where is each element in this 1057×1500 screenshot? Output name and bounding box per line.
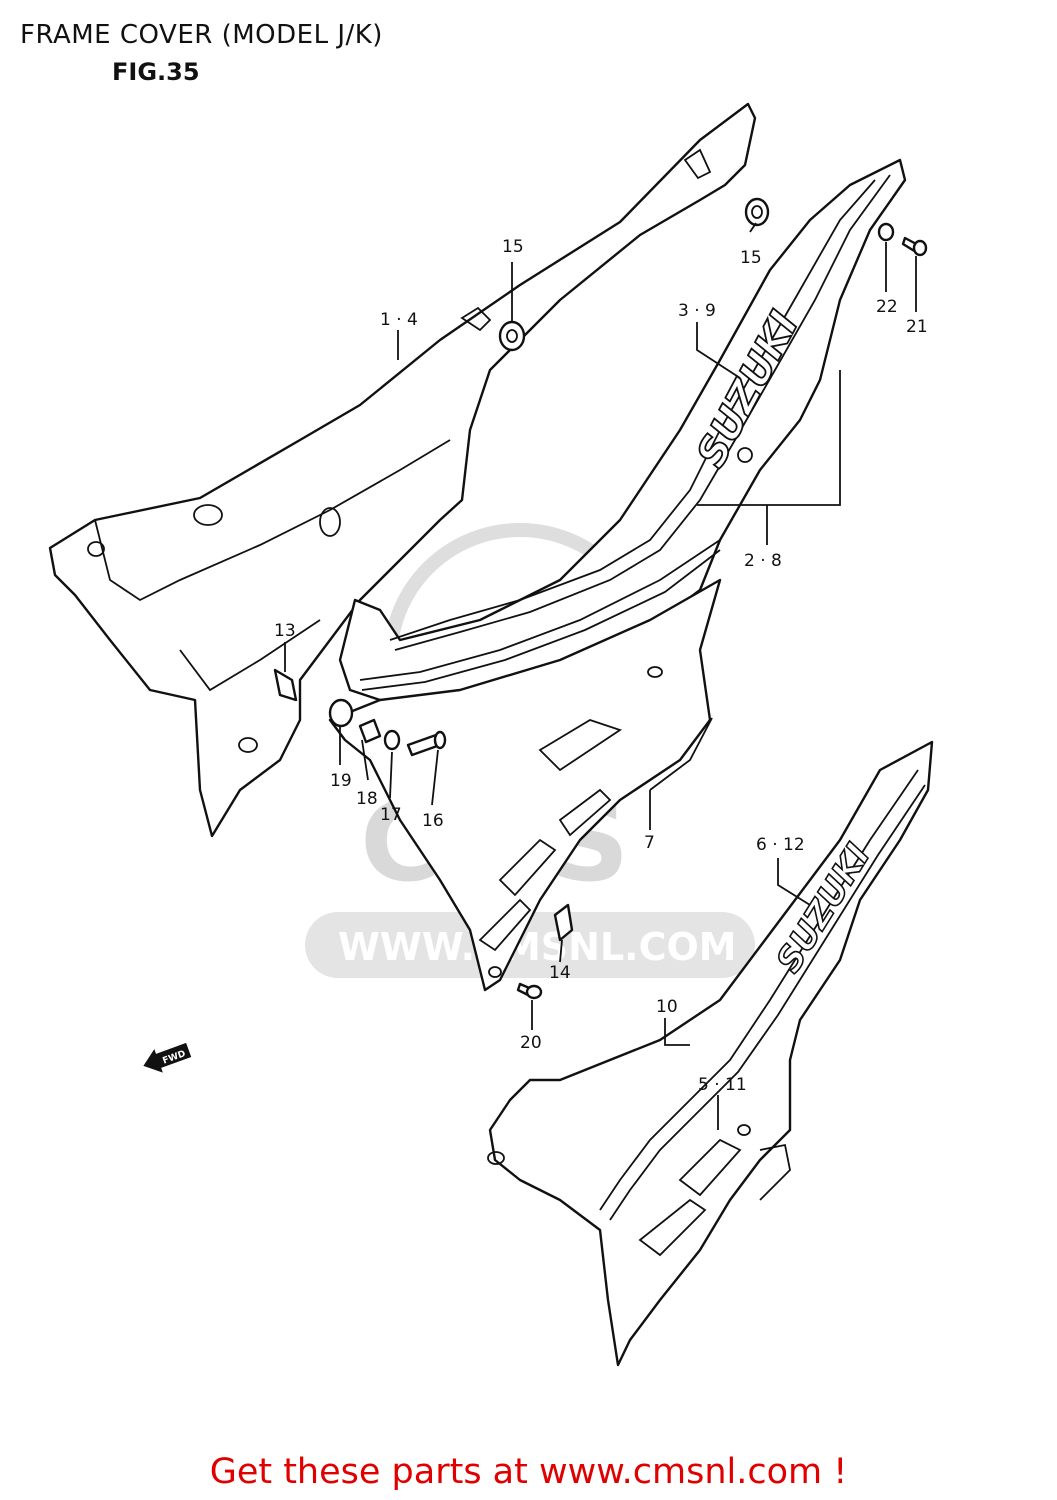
grommet-15b	[744, 197, 770, 227]
callout-14: 14	[549, 963, 571, 983]
callout-5-11: 5 · 11	[698, 1075, 747, 1095]
callout-19: 19	[330, 771, 352, 791]
screw-20	[516, 982, 543, 1000]
frame-cover-part-7	[328, 578, 722, 992]
figure-number: FIG.35	[112, 58, 200, 86]
fwd-arrow-icon: FWD	[143, 1042, 192, 1073]
cushion-14	[553, 903, 574, 942]
callout-16: 16	[422, 811, 444, 831]
callout-13: 13	[274, 621, 296, 641]
washer-17	[383, 729, 401, 751]
callout-15-right: 15	[740, 248, 762, 268]
callout-15-left: 15	[502, 237, 524, 257]
callout-18: 18	[356, 789, 378, 809]
callout-17: 17	[380, 805, 402, 825]
callout-2-8: 2 · 8	[744, 551, 782, 571]
callout-1-4: 1 · 4	[380, 310, 418, 330]
leader-lines	[284, 222, 917, 1130]
grommet-19	[328, 698, 354, 728]
footer-parts-link[interactable]: Get these parts at www.cmsnl.com !	[209, 1452, 848, 1492]
screw-21	[901, 236, 928, 257]
callout-7: 7	[644, 833, 655, 853]
frame-cover-part-1	[48, 102, 757, 838]
callout-10: 10	[656, 997, 678, 1017]
watermark-url: WWW.CMSNL.COM	[338, 925, 737, 969]
collar-18	[358, 718, 382, 744]
collar-22	[877, 222, 895, 242]
callout-6-12: 6 · 12	[756, 835, 805, 855]
callout-22: 22	[876, 297, 898, 317]
grommet-15a	[498, 320, 526, 352]
bolt-16	[406, 730, 447, 757]
callout-21: 21	[906, 317, 928, 337]
bracket-13	[273, 668, 298, 702]
callout-20: 20	[520, 1033, 542, 1053]
diagram-title: FRAME COVER (MODEL J/K)	[20, 20, 383, 50]
callout-3-9: 3 · 9	[678, 301, 716, 321]
